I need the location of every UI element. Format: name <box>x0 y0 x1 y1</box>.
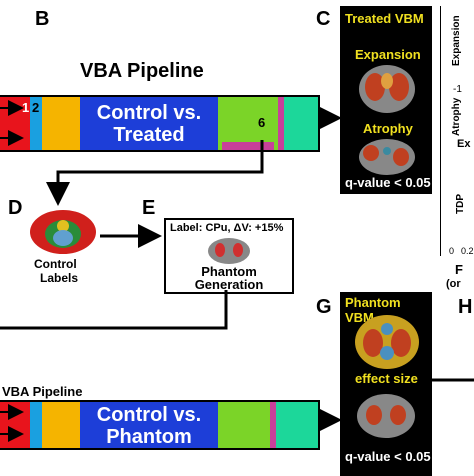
top-seg-cyan <box>30 97 42 150</box>
top-seg-green <box>218 97 278 150</box>
panel-letter-g: G <box>316 296 332 318</box>
bottom-seg-green <box>218 402 270 448</box>
phantom-qvalue: q-value < 0.05 <box>345 449 431 464</box>
phantom-vbm-panel: Phantom VBM effect size q-value < 0.05 <box>340 292 432 476</box>
bottom-pipeline-bar: Control vs. Phantom <box>0 400 320 450</box>
control-labels-brain-image <box>30 210 96 254</box>
phantom-generation-box: Label: CPu, ΔV: +15% Phantom Generation <box>164 218 294 294</box>
right-text-or: (or <box>446 278 461 290</box>
chart-ex-label: Ex <box>457 138 471 150</box>
panel-letter-h: H <box>458 296 473 318</box>
top-seg-magenta-strip <box>222 142 274 150</box>
right-text-f: F <box>455 262 463 277</box>
panel-letter-e: E <box>142 197 156 219</box>
treated-vbm-title: Treated VBM <box>345 11 424 26</box>
chart-tick-neg1: -1 <box>453 84 462 95</box>
control-labels-line2: Labels <box>40 271 79 285</box>
top-num-2: 2 <box>32 100 40 115</box>
arrow-phantom-to-bottom <box>0 290 228 330</box>
bottom-seg-cyan <box>30 402 42 448</box>
expansion-label: Expansion <box>355 47 421 62</box>
chart-tick-0: 0 <box>449 246 455 256</box>
phantom-label-line: Label: CPu, ΔV: +15% <box>170 222 284 234</box>
top-seg-blue <box>80 97 218 150</box>
chart-tick-02: 0.2 <box>461 246 474 256</box>
top-main-text-line1: Control vs. <box>96 102 202 124</box>
expansion-brain-image <box>359 65 415 113</box>
top-seg-magenta <box>278 97 284 150</box>
phantom-gen-line2: Generation <box>194 277 264 292</box>
top-pipeline-title: VBA Pipeline <box>80 60 204 82</box>
treated-qvalue: q-value < 0.05 <box>345 175 431 190</box>
top-num-6: 6 <box>258 115 266 130</box>
atrophy-brain-image <box>359 139 415 175</box>
treated-vbm-panel: Treated VBM Expansion Atrophy q-value < … <box>340 6 432 194</box>
bottom-main-text-line2: Phantom <box>106 426 192 448</box>
bottom-pipeline-title: VBA Pipeline <box>2 384 83 399</box>
bottom-seg-orange <box>42 402 80 448</box>
arrow-pipeline-to-labels <box>46 140 264 206</box>
top-num-1: 1 <box>22 100 30 115</box>
effect-size-brain-image <box>355 315 419 369</box>
control-labels-line1: Control <box>34 257 77 271</box>
panel-letter-d: D <box>8 197 23 219</box>
bottom-seg-magenta <box>270 402 276 448</box>
top-seg-orange <box>42 97 80 150</box>
top-main-text-line2: Treated <box>113 124 185 146</box>
right-chart-fragment: Expansion -1 Atrophy Ex TDP 0 0.2 <box>440 6 474 256</box>
phantom-brain-image <box>208 238 250 264</box>
bottom-main-text-line1: Control vs. <box>96 404 202 426</box>
panel-letter-b: B <box>35 8 50 30</box>
phantom-gen-line1: Phantom <box>201 264 257 279</box>
bottom-seg-blue <box>80 402 218 448</box>
bottom-seg-teal <box>276 402 318 448</box>
phantom-qvalue-brain-image <box>357 394 415 438</box>
effect-size-label: effect size <box>355 371 418 386</box>
top-seg-teal <box>284 97 318 150</box>
panel-letter-c: C <box>316 8 331 30</box>
atrophy-label: Atrophy <box>363 121 413 136</box>
